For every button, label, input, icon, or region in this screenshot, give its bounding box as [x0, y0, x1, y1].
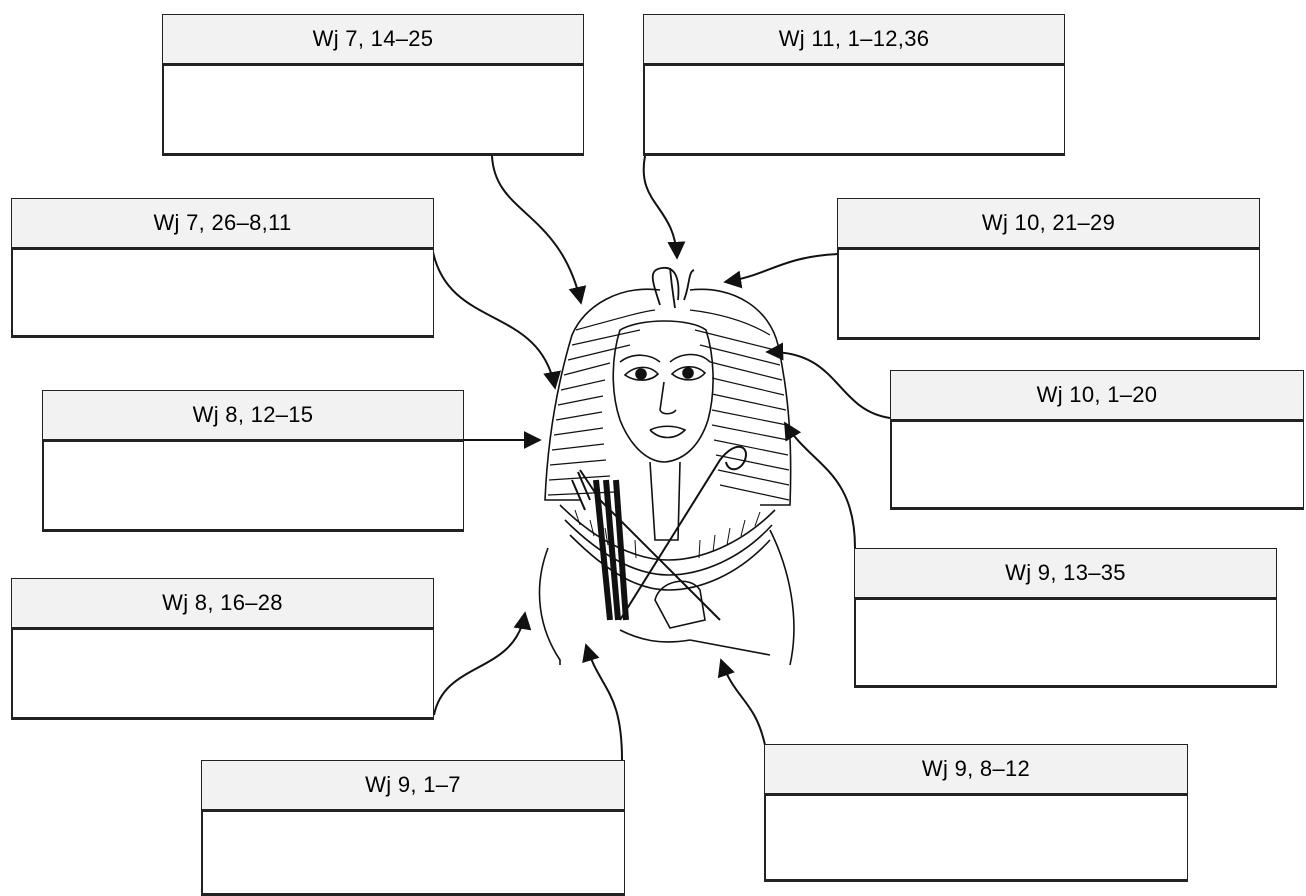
- box-title: Wj 7, 26–8,11: [11, 198, 434, 248]
- box-wj8-12-15: Wj 8, 12–15: [42, 390, 464, 532]
- box-title: Wj 7, 14–25: [162, 14, 584, 64]
- box-title: Wj 10, 21–29: [837, 198, 1260, 248]
- arrow-wj7-14-25: [492, 156, 581, 303]
- box-title: Wj 9, 8–12: [764, 744, 1188, 794]
- arrow-wj9-1-7: [586, 645, 622, 760]
- answer-field[interactable]: [764, 794, 1188, 882]
- box-title: Wj 9, 1–7: [201, 760, 625, 810]
- box-title: Wj 8, 16–28: [11, 578, 434, 628]
- answer-field[interactable]: [854, 598, 1277, 688]
- box-wj9-13-35: Wj 9, 13–35: [854, 548, 1277, 688]
- box-wj9-1-7: Wj 9, 1–7: [201, 760, 625, 896]
- answer-field[interactable]: [11, 628, 434, 720]
- box-wj9-8-12: Wj 9, 8–12: [764, 744, 1188, 882]
- answer-field[interactable]: [11, 248, 434, 338]
- arrow-wj11-1-12-36: [644, 156, 677, 258]
- box-title: Wj 11, 1–12,36: [643, 14, 1065, 64]
- arrow-wj9-13-35: [785, 423, 855, 548]
- arrow-wj9-8-12: [721, 660, 765, 745]
- arrow-wj10-21-29: [725, 254, 838, 282]
- box-title: Wj 10, 1–20: [890, 370, 1304, 420]
- arrow-wj8-16-28: [434, 613, 525, 715]
- box-wj10-21-29: Wj 10, 21–29: [837, 198, 1260, 340]
- box-wj7-26-8-11: Wj 7, 26–8,11: [11, 198, 434, 338]
- box-title: Wj 9, 13–35: [854, 548, 1277, 598]
- arrow-wj7-26-8-11: [433, 252, 555, 388]
- answer-field[interactable]: [643, 64, 1065, 156]
- answer-field[interactable]: [201, 810, 625, 896]
- answer-field[interactable]: [837, 248, 1260, 340]
- box-title: Wj 8, 12–15: [42, 390, 464, 440]
- answer-field[interactable]: [162, 64, 584, 156]
- box-wj10-1-20: Wj 10, 1–20: [890, 370, 1304, 510]
- arrow-wj10-1-20: [767, 352, 890, 418]
- box-wj7-14-25: Wj 7, 14–25: [162, 14, 584, 156]
- box-wj11-1-12-36: Wj 11, 1–12,36: [643, 14, 1065, 156]
- answer-field[interactable]: [42, 440, 464, 532]
- answer-field[interactable]: [890, 420, 1304, 510]
- box-wj8-16-28: Wj 8, 16–28: [11, 578, 434, 720]
